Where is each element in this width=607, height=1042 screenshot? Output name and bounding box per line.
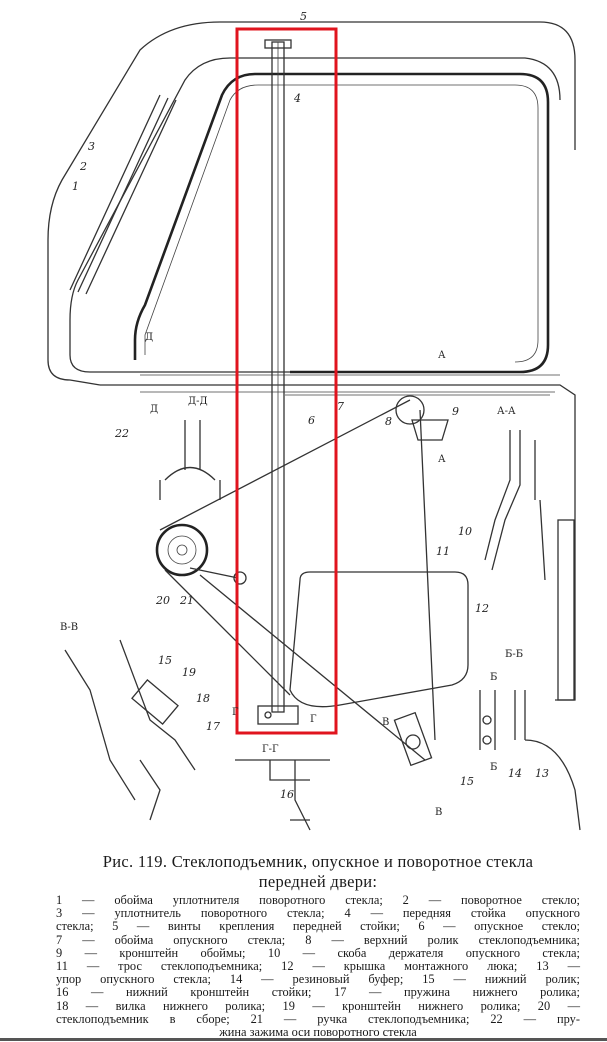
cut-mark-d-top: Д — [145, 332, 153, 343]
window-opening — [133, 72, 550, 374]
cut-mark-v-top: В — [382, 717, 389, 728]
highlight-box — [235, 27, 338, 735]
label-15b: 15 — [158, 654, 172, 667]
label-3: 3 — [88, 140, 95, 153]
cut-mark-b-top: Б — [490, 672, 497, 683]
label-6: 6 — [308, 414, 315, 427]
regulator-handle — [189, 567, 239, 579]
legend-line: 16 — нижний кронштейн стойки; 17 — пружи… — [56, 985, 580, 1000]
section-label-dd: Д-Д — [188, 396, 208, 407]
section-label-vv: В-В — [60, 622, 78, 633]
door-outer-frame — [47, 21, 576, 386]
label-13: 13 — [535, 767, 549, 780]
section-gg-detail — [235, 759, 330, 831]
caption-title-line-2: передней двери: — [258, 872, 378, 891]
cut-mark-b-bottom: Б — [490, 762, 497, 773]
section-bb-detail — [479, 690, 581, 831]
label-22: 22 — [114, 427, 129, 440]
legend-line: 11 — трос стеклоподъемника; 12 — крышка … — [56, 959, 580, 974]
clip-bracket — [411, 419, 449, 441]
legend-line: 1 — обойма уплотнителя поворотного стекл… — [56, 893, 580, 907]
label-1: 1 — [72, 180, 79, 193]
label-18: 18 — [196, 692, 210, 705]
belt-line — [140, 374, 560, 396]
post-bottom-bracket — [257, 705, 299, 725]
post-top-screws — [264, 39, 292, 49]
door-frame-inner — [69, 57, 561, 373]
cut-mark-a-top: А — [438, 350, 446, 361]
legend-line: упор опускного стекла; 14 — резиновый бу… — [56, 972, 580, 987]
caption-title-line-1: Рис. 119. Стеклоподъемник, опускное и по… — [102, 852, 534, 871]
label-7: 7 — [337, 400, 344, 413]
glass-stop — [557, 519, 575, 701]
label-8: 8 — [385, 415, 392, 428]
legend-line: 9 — кронштейн обоймы; 10 — скоба держате… — [56, 945, 580, 960]
cut-mark-a-bottom: А — [438, 454, 446, 465]
upper-roller — [395, 395, 425, 425]
legend-line: 3 — уплотнитель поворотного стекла; 4 — … — [56, 906, 580, 921]
figure-caption: Рис. 119. Стеклоподъемник, опускное и по… — [56, 852, 580, 1039]
label-15: 15 — [460, 775, 474, 788]
label-12: 12 — [475, 602, 489, 615]
cut-mark-d-bottom: Д — [150, 404, 158, 415]
label-4: 4 — [293, 92, 301, 105]
cut-mark-g-right: Г — [310, 714, 317, 725]
label-17: 17 — [206, 720, 220, 733]
lower-roller — [393, 711, 433, 767]
legend-line: жина зажима оси поворотного стекла — [219, 1025, 417, 1040]
glass-edge — [144, 84, 539, 363]
label-11: 11 — [436, 545, 450, 558]
label-21: 21 — [179, 594, 194, 607]
legend-line: 18 — вилка нижнего ролика; 19 — кронштей… — [56, 998, 580, 1013]
cut-mark-v-bottom: В — [435, 807, 442, 818]
section-label-bb: Б-Б — [505, 649, 523, 660]
legend-line: стеклоподъемник в сборе; 21 — ручка стек… — [56, 1011, 580, 1026]
section-vv-detail — [64, 639, 196, 821]
label-14: 14 — [508, 767, 522, 780]
caption-title: Рис. 119. Стеклоподъемник, опускное и по… — [56, 852, 580, 892]
label-19: 19 — [182, 666, 196, 679]
label-20: 20 — [155, 594, 170, 607]
cut-mark-g-left: Г — [232, 707, 239, 718]
section-label-gg: Г-Г — [262, 744, 279, 755]
label-9: 9 — [452, 405, 459, 418]
caption-legend: 1 — обойма уплотнителя поворотного стекл… — [56, 893, 580, 1040]
quarter-glass-seal — [69, 94, 177, 295]
section-label-aa: А-А — [497, 406, 516, 417]
regulator-cable — [159, 399, 436, 761]
page-bottom-edge — [0, 1038, 607, 1041]
regulator-wheel — [155, 523, 209, 577]
door-window-regulator-drawing: 1 2 3 4 5 6 7 8 9 10 11 12 13 14 15 15 1… — [47, 10, 581, 831]
label-5: 5 — [300, 10, 307, 23]
mounting-hatch-cover — [289, 571, 469, 708]
label-2: 2 — [79, 160, 87, 173]
legend-line: стекла; 5 — винты крепления передней сто… — [56, 919, 580, 934]
section-aa-detail — [484, 430, 546, 581]
section-dd-detail — [159, 420, 221, 500]
label-16: 16 — [280, 788, 294, 801]
legend-line: 7 — обойма опускного стекла; 8 — верхний… — [56, 932, 580, 947]
label-10: 10 — [458, 525, 472, 538]
